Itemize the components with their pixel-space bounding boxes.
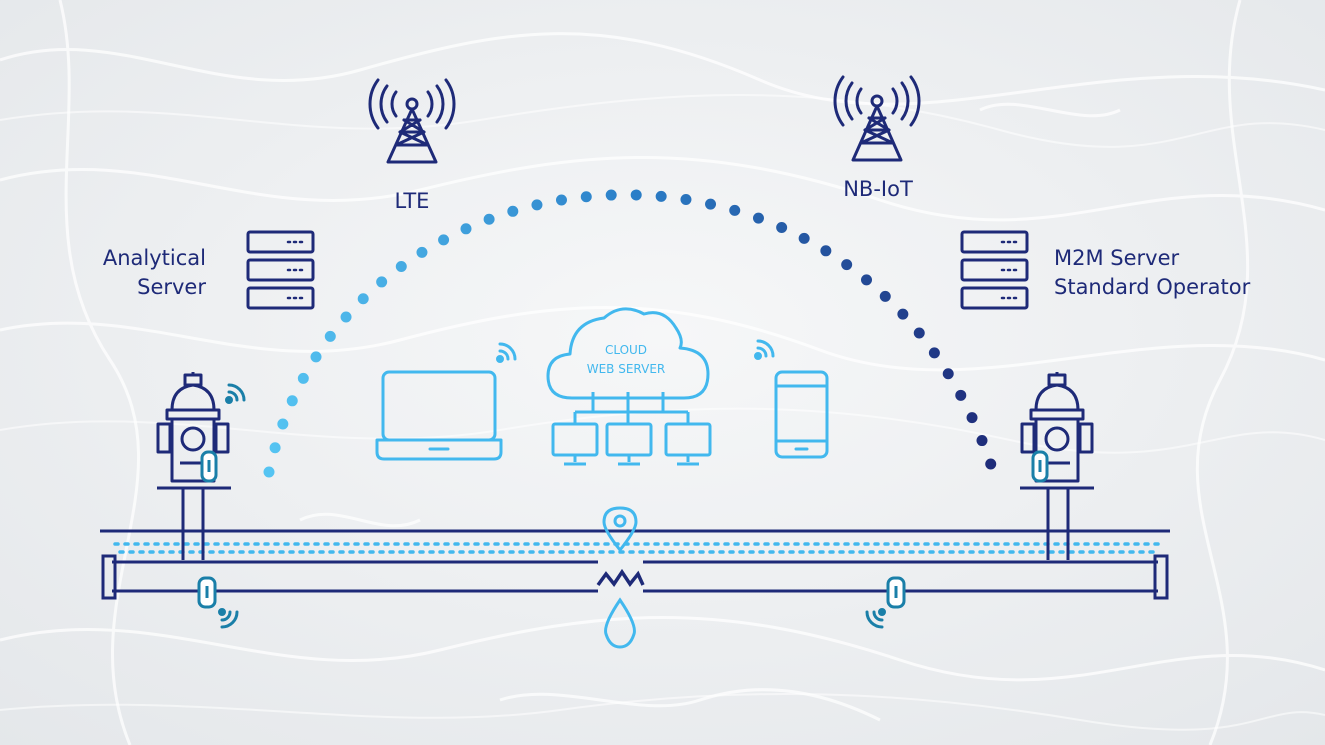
water-drop-icon (604, 597, 636, 649)
m2m-server-label-line1: M2M Server (1054, 246, 1180, 270)
nbiot-label: NB-IoT (843, 177, 913, 201)
smartphone-icon (774, 370, 829, 459)
wifi-signal-icon (865, 608, 886, 629)
cloud-icon (546, 307, 710, 400)
cell-tower-icon (833, 75, 921, 162)
analytical-server-label-line2: Server (137, 275, 206, 299)
laptop-icon (375, 370, 503, 461)
monitor-icon (551, 422, 599, 466)
sensor-icon (1031, 450, 1049, 483)
sensor-icon (200, 450, 218, 483)
pipe-crack-icon (596, 568, 645, 587)
m2m-server-label-line2: Standard Operator (1054, 275, 1251, 299)
monitor-icon (605, 422, 653, 466)
sensor-icon (197, 576, 217, 609)
fire-hydrant-icon (1020, 372, 1094, 560)
cell-tower-icon (368, 78, 456, 164)
wifi-signal-icon (496, 342, 517, 363)
server-rack-icon (246, 230, 315, 310)
sensor-icon (886, 576, 906, 609)
location-pin-icon (602, 506, 638, 553)
cloud-label-line1: CLOUD (604, 343, 648, 357)
monitor-icon (664, 422, 712, 466)
trench (100, 529, 1170, 554)
server-rack-icon (960, 230, 1029, 310)
wifi-signal-icon (218, 608, 239, 629)
communication-arc (263, 189, 1004, 493)
network-tree (573, 392, 690, 424)
analytical-server-label-line1: Analytical (102, 246, 206, 270)
wifi-signal-icon (225, 383, 246, 404)
lte-label: LTE (394, 189, 430, 213)
fire-hydrant-icon (156, 372, 231, 560)
cloud-label-line2: WEB SERVER (586, 362, 666, 376)
wifi-signal-icon (754, 339, 775, 360)
